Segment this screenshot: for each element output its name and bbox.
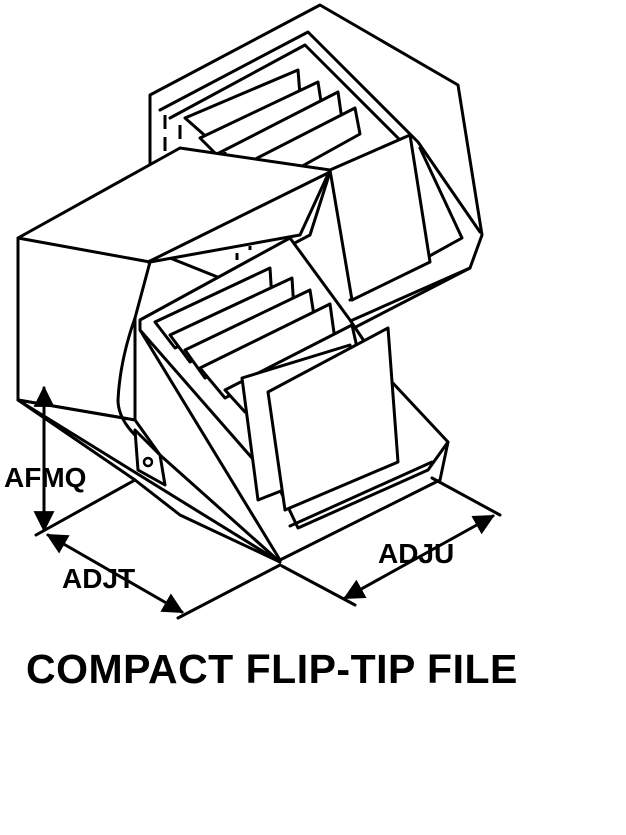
dimension-depth: ADJU — [280, 476, 502, 607]
dimension-depth-label: ADJU — [378, 538, 454, 569]
dimension-height: AFMQ — [4, 385, 137, 537]
dimension-width-label: ADJT — [62, 563, 135, 594]
drawing-title: COMPACT FLIP-TIP FILE — [26, 646, 518, 692]
dimension-height-label: AFMQ — [4, 462, 86, 493]
dimension-width: ADJT — [46, 533, 282, 620]
lower-file-unit — [16, 146, 450, 564]
